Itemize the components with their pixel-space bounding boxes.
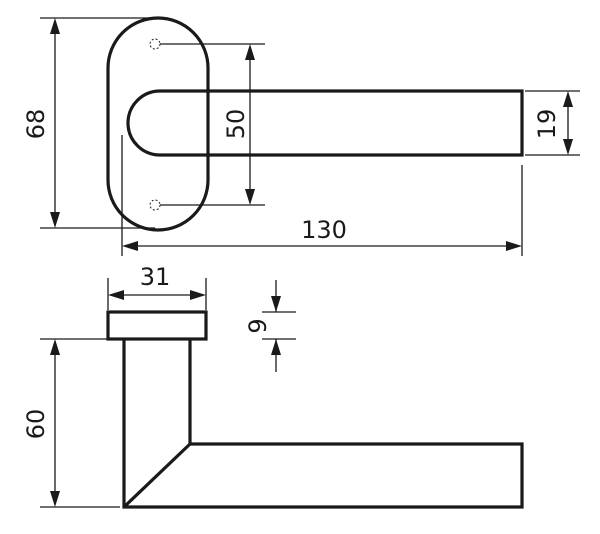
dimension-label-60: 60 (22, 409, 50, 440)
dimension-label-31: 31 (140, 263, 171, 291)
rose-cap (106, 310, 208, 341)
screw-hole-top (149, 38, 161, 50)
dimension-label-68: 68 (22, 109, 50, 140)
side-view (106, 310, 524, 509)
lever-chamfer (122, 442, 192, 509)
dimension-label-19: 19 (533, 109, 561, 140)
dimension-19: 19 (525, 90, 580, 156)
dimension-label-9: 9 (244, 318, 272, 333)
lever-profile (122, 339, 524, 509)
dimension-68: 68 (22, 17, 155, 229)
rose-plate (106, 16, 210, 232)
screw-hole-bottom (149, 199, 161, 211)
dimension-130: 130 (121, 135, 523, 256)
dimension-50: 50 (160, 43, 265, 206)
lever-arm (126, 89, 524, 157)
dimension-label-50: 50 (222, 109, 250, 140)
dimension-31: 31 (107, 263, 207, 310)
dimension-label-130: 130 (301, 216, 347, 244)
dimension-60: 60 (22, 338, 120, 508)
dimension-9: 9 (244, 280, 296, 372)
front-view (106, 16, 524, 232)
